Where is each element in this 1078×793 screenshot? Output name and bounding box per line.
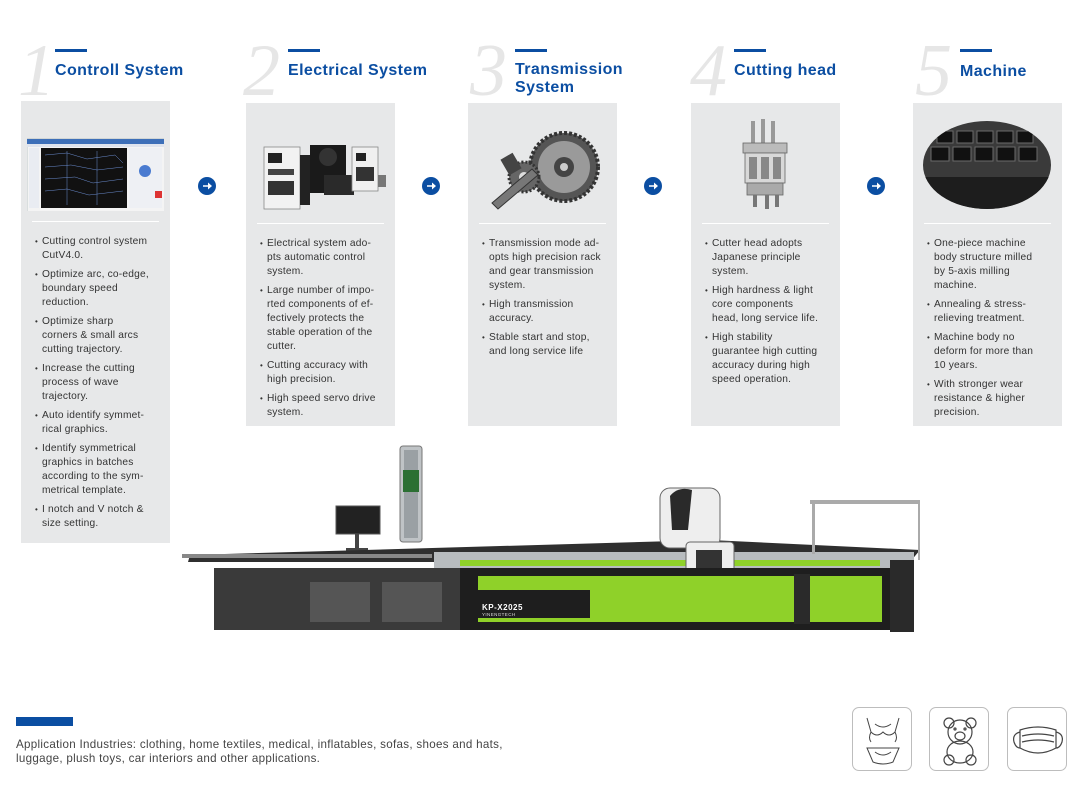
list-item: One-piece machine body structure milled … <box>927 237 1052 293</box>
list-item: Cutting accuracy with high precision. <box>260 359 385 387</box>
card-divider <box>924 223 1051 224</box>
list-item: High transmission accuracy. <box>482 298 607 326</box>
section-number: 5 <box>915 30 952 112</box>
list-item: Machine body no deform for more than 10 … <box>927 331 1052 373</box>
list-item: Optimize sharp corners & small arcs cutt… <box>35 315 160 357</box>
arrow-right-icon <box>644 177 662 195</box>
machine-bed-icon <box>923 121 1051 209</box>
list-item: Optimize arc, co-edge, boundary speed re… <box>35 268 160 310</box>
cutter-head-icon <box>742 119 788 209</box>
section-title: Electrical System <box>288 62 428 79</box>
section-card: Cutting control system CutV4.0. Optimize… <box>21 101 170 543</box>
list-item: I notch and V notch & size setting. <box>35 503 160 531</box>
title-accent-bar <box>55 49 87 52</box>
feature-list: Cutting control system CutV4.0. Optimize… <box>35 235 160 536</box>
section-card: Cutter head adopts Japanese principle sy… <box>691 103 840 426</box>
machine-model-label: KP-X2025 <box>482 603 523 612</box>
list-item: Stable start and stop, and long service … <box>482 331 607 359</box>
arrow-right-icon <box>198 177 216 195</box>
list-item: With stronger wear resistance & higher p… <box>927 378 1052 420</box>
list-item: Electrical system ado- pts automatic con… <box>260 237 385 279</box>
feature-list: Electrical system ado- pts automatic con… <box>260 237 385 425</box>
applications-accent-bar <box>16 717 73 726</box>
list-item: High hardness & light core components he… <box>705 284 830 326</box>
list-item: Cutter head adopts Japanese principle sy… <box>705 237 830 279</box>
list-item: Transmission mode ad- opts high precisio… <box>482 237 607 293</box>
arrow-right-icon <box>422 177 440 195</box>
feature-list: One-piece machine body structure milled … <box>927 237 1052 425</box>
section-title: Transmission System <box>515 61 623 96</box>
section-card: One-piece machine body structure milled … <box>913 103 1062 426</box>
card-divider <box>479 223 606 224</box>
machine-brand-label: YINENGTECH <box>482 612 516 617</box>
servo-drive-icon <box>263 145 386 210</box>
section-title: Controll System <box>55 62 184 79</box>
list-item: Increase the cutting process of wave tra… <box>35 362 160 404</box>
teddy-bear-icon <box>929 707 989 771</box>
applications-text: Application Industries: clothing, home t… <box>16 738 503 765</box>
section-number: 4 <box>690 30 727 112</box>
bra-underwear-icon <box>852 707 912 771</box>
face-mask-icon <box>1007 707 1067 771</box>
list-item: High speed servo drive system. <box>260 392 385 420</box>
feature-list: Cutter head adopts Japanese principle sy… <box>705 237 830 392</box>
section-number: 1 <box>18 30 55 112</box>
card-divider <box>702 223 829 224</box>
section-title: Cutting head <box>734 62 837 79</box>
list-item: Annealing & stress- relieving treatment. <box>927 298 1052 326</box>
section-title: Machine <box>960 63 1027 80</box>
title-accent-bar <box>515 49 547 52</box>
title-accent-bar <box>288 49 320 52</box>
card-divider <box>32 221 159 222</box>
list-item: High stability guarantee high cutting ac… <box>705 331 830 387</box>
title-accent-bar <box>734 49 766 52</box>
arrow-right-icon <box>867 177 885 195</box>
list-item: Auto identify symmet- rical graphics. <box>35 409 160 437</box>
title-accent-bar <box>960 49 992 52</box>
list-item: Identify symmetrical graphics in batches… <box>35 442 160 498</box>
section-number: 2 <box>243 30 280 112</box>
cutting-machine-illustration <box>182 445 920 632</box>
software-screenshot-icon <box>27 138 164 211</box>
section-card: Transmission mode ad- opts high precisio… <box>468 103 617 426</box>
card-divider <box>257 223 384 224</box>
section-number: 3 <box>470 30 507 112</box>
list-item: Cutting control system CutV4.0. <box>35 235 160 263</box>
feature-list: Transmission mode ad- opts high precisio… <box>482 237 607 364</box>
list-item: Large number of impo- rted components of… <box>260 284 385 354</box>
gear-rack-icon <box>491 131 600 210</box>
section-card: Electrical system ado- pts automatic con… <box>246 103 395 426</box>
